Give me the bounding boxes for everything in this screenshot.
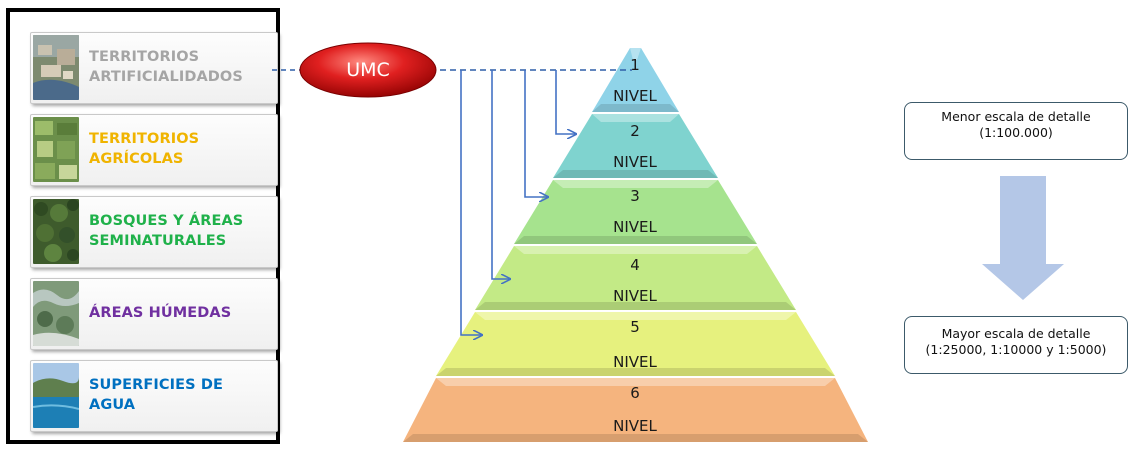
level-3-number: 3 xyxy=(630,187,640,205)
level-2-label: NIVEL xyxy=(613,153,657,171)
pyramid xyxy=(403,48,868,442)
category-card-forest: BOSQUES Y ÁREAS SEMINATURALES xyxy=(30,196,278,268)
category-label: BOSQUES Y ÁREAS SEMINATURALES xyxy=(89,213,244,249)
connector-level-3 xyxy=(524,70,548,197)
level-4-number: 4 xyxy=(630,256,640,274)
category-label: TERRITORIOS AGRÍCOLAS xyxy=(89,131,200,167)
wetland-aerial-photo xyxy=(33,281,79,346)
forest-aerial-photo xyxy=(33,199,79,264)
umc-label: UMC xyxy=(346,59,390,81)
sea-coast-photo xyxy=(33,363,79,428)
connector-level-5 xyxy=(460,70,482,335)
scale-bottom-line1: Mayor escala de detalle xyxy=(941,326,1091,341)
level-4-label: NIVEL xyxy=(613,287,657,305)
level-3-label: NIVEL xyxy=(613,218,657,236)
scale-box-less-detail: Menor escala de detalle (1:100.000) xyxy=(904,102,1128,160)
umc-connectors xyxy=(440,69,632,335)
farm-fields-aerial-photo xyxy=(33,117,79,182)
scale-down-arrow xyxy=(982,176,1064,300)
category-label: ÁREAS HÚMEDAS xyxy=(89,305,232,322)
category-card-artificial: TERRITORIOS ARTIFICIALIDADOS xyxy=(30,32,278,104)
category-label: SUPERFICIES DE AGUA xyxy=(89,377,223,413)
umc-ellipse xyxy=(299,42,437,98)
level-1-number: 1 xyxy=(630,56,640,74)
coastal-city-aerial-photo xyxy=(33,35,79,100)
pyramid-tier-4 xyxy=(475,246,796,310)
scale-top-line1: Menor escala de detalle xyxy=(941,109,1091,124)
category-card-agricultural: TERRITORIOS AGRÍCOLAS xyxy=(30,114,278,186)
level-5-number: 5 xyxy=(630,318,640,336)
pyramid-tier-1 xyxy=(592,48,679,112)
pyramid-tier-6 xyxy=(403,378,868,442)
pyramid-tier-2 xyxy=(553,114,718,178)
cover-categories-panel: TERRITORIOS ARTIFICIALIDADOS TERRITORIOS… xyxy=(6,8,280,444)
connector-level-4 xyxy=(491,70,510,279)
category-card-wetlands: ÁREAS HÚMEDAS xyxy=(30,278,278,350)
scale-box-more-detail: Mayor escala de detalle (1:25000, 1:1000… xyxy=(904,316,1128,374)
level-6-number: 6 xyxy=(630,384,640,402)
level-6-label: NIVEL xyxy=(613,417,657,435)
category-card-water: SUPERFICIES DE AGUA xyxy=(30,360,278,432)
scale-top-line2: (1:100.000) xyxy=(979,125,1053,141)
pyramid-tier-5 xyxy=(436,312,835,376)
connector-level-2 xyxy=(555,70,576,134)
category-label: TERRITORIOS ARTIFICIALIDADOS xyxy=(89,49,243,85)
level-2-number: 2 xyxy=(630,122,640,140)
scale-bottom-line2: (1:25000, 1:10000 y 1:5000) xyxy=(925,342,1107,358)
level-1-label: NIVEL xyxy=(613,87,657,105)
pyramid-tier-3 xyxy=(514,180,757,244)
level-5-label: NIVEL xyxy=(613,353,657,371)
